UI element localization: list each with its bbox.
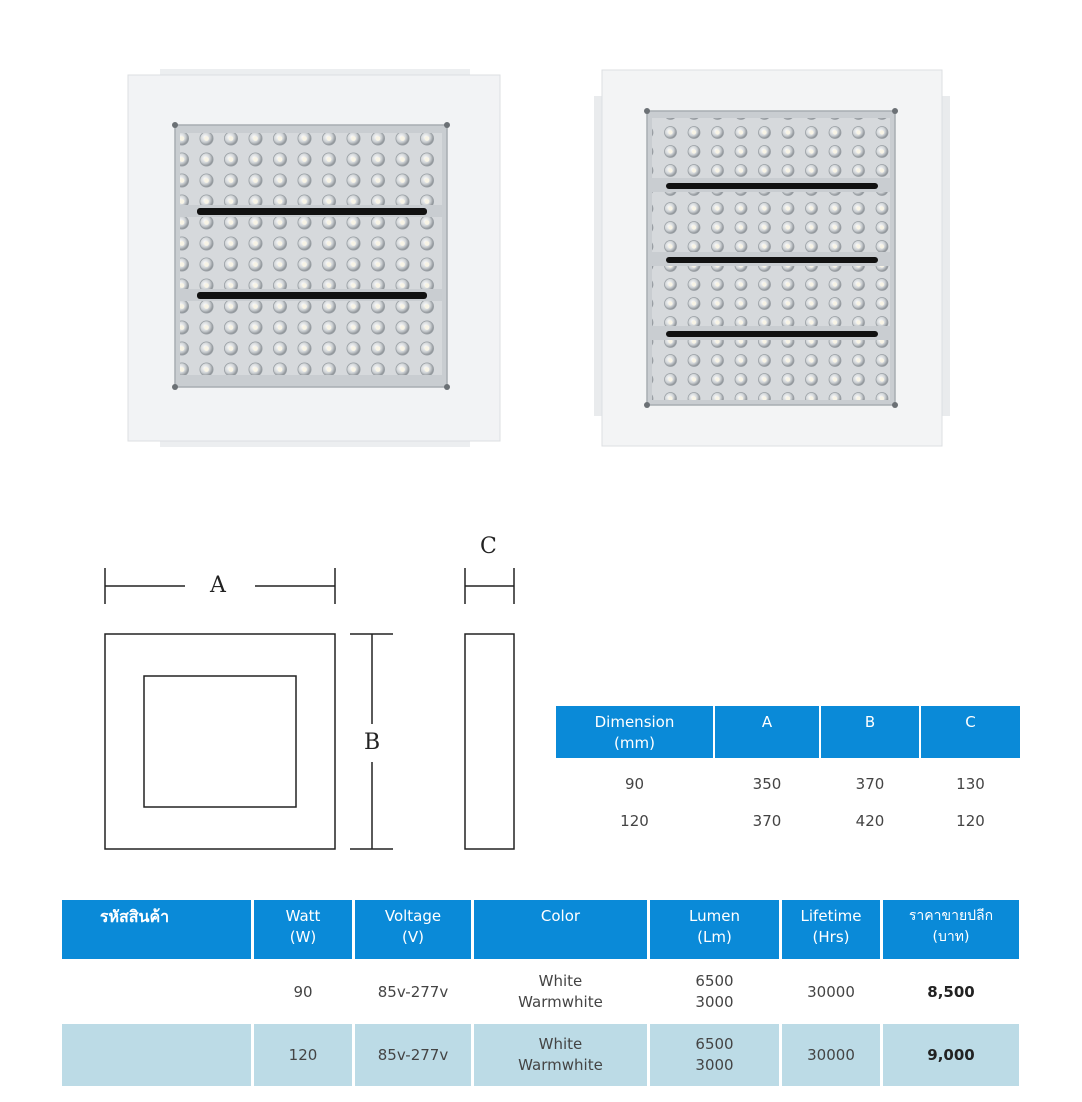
spec-row-2-lumen: 6500 3000	[695, 1035, 734, 1074]
dim-row-2-b: 420	[855, 811, 885, 830]
spec-row-1-watt: 90	[293, 982, 313, 1001]
spec-row-2-bg	[62, 1024, 1019, 1086]
spec-row-1-code	[62, 963, 251, 1021]
spec-row-2-watt: 120	[288, 1045, 318, 1064]
spec-row-2-divider	[880, 1024, 883, 1086]
spec-header-lumen: Lumen (Lm)	[650, 900, 779, 959]
dim-row-1-b: 370	[855, 774, 885, 793]
dim-header-c: C	[921, 706, 1020, 758]
dim-header-dimension: Dimension (mm)	[556, 706, 713, 758]
spec-header-color: Color	[474, 900, 647, 959]
spec-row-2-code	[62, 1026, 251, 1084]
dim-row-2-c: 120	[956, 811, 985, 830]
spec-row-2-color: White Warmwhite	[518, 1035, 603, 1074]
spec-row-2-divider	[352, 1024, 355, 1086]
spec-row-2-lifetime: 30000	[807, 1045, 855, 1064]
dimension-label-b: B	[364, 730, 381, 755]
spec-row-1-lumen: 6500 3000	[695, 972, 734, 1011]
dimension-label-c: C	[480, 534, 497, 559]
spec-header-code: รหัสสินค้า	[62, 900, 251, 959]
spec-row-1-voltage: 85v-277v	[377, 982, 449, 1001]
spec-row-1-lifetime: 30000	[807, 982, 855, 1001]
dim-row-1-dimension: 90	[624, 774, 645, 793]
product-photo-90w	[127, 69, 501, 447]
spec-row-1-color: White Warmwhite	[518, 972, 603, 1011]
dimension-label-a: A	[210, 573, 226, 598]
spec-row-2-price: 9,000	[927, 1045, 975, 1064]
dim-header-b: B	[821, 706, 919, 758]
dim-row-1-c: 130	[956, 774, 985, 793]
dimension-drawing	[104, 568, 515, 850]
spec-header-voltage: Voltage (V)	[355, 900, 471, 959]
spec-row-2-divider	[647, 1024, 650, 1086]
spec-row-2-divider	[779, 1024, 782, 1086]
dim-row-2-a: 370	[752, 811, 782, 830]
spec-header-watt: Watt (W)	[254, 900, 352, 959]
dim-header-a: A	[715, 706, 819, 758]
spec-header-price: ราคาขายปลีก (บาท)	[883, 900, 1019, 959]
product-photo-120w	[594, 69, 950, 447]
spec-row-2-divider	[471, 1024, 474, 1086]
spec-row-1-price: 8,500	[927, 982, 975, 1001]
spec-row-2-divider	[251, 1024, 254, 1086]
spec-header-lifetime: Lifetime (Hrs)	[782, 900, 880, 959]
dim-row-1-a: 350	[752, 774, 782, 793]
dim-row-2-dimension: 120	[620, 811, 649, 830]
spec-row-2-voltage: 85v-277v	[377, 1045, 449, 1064]
